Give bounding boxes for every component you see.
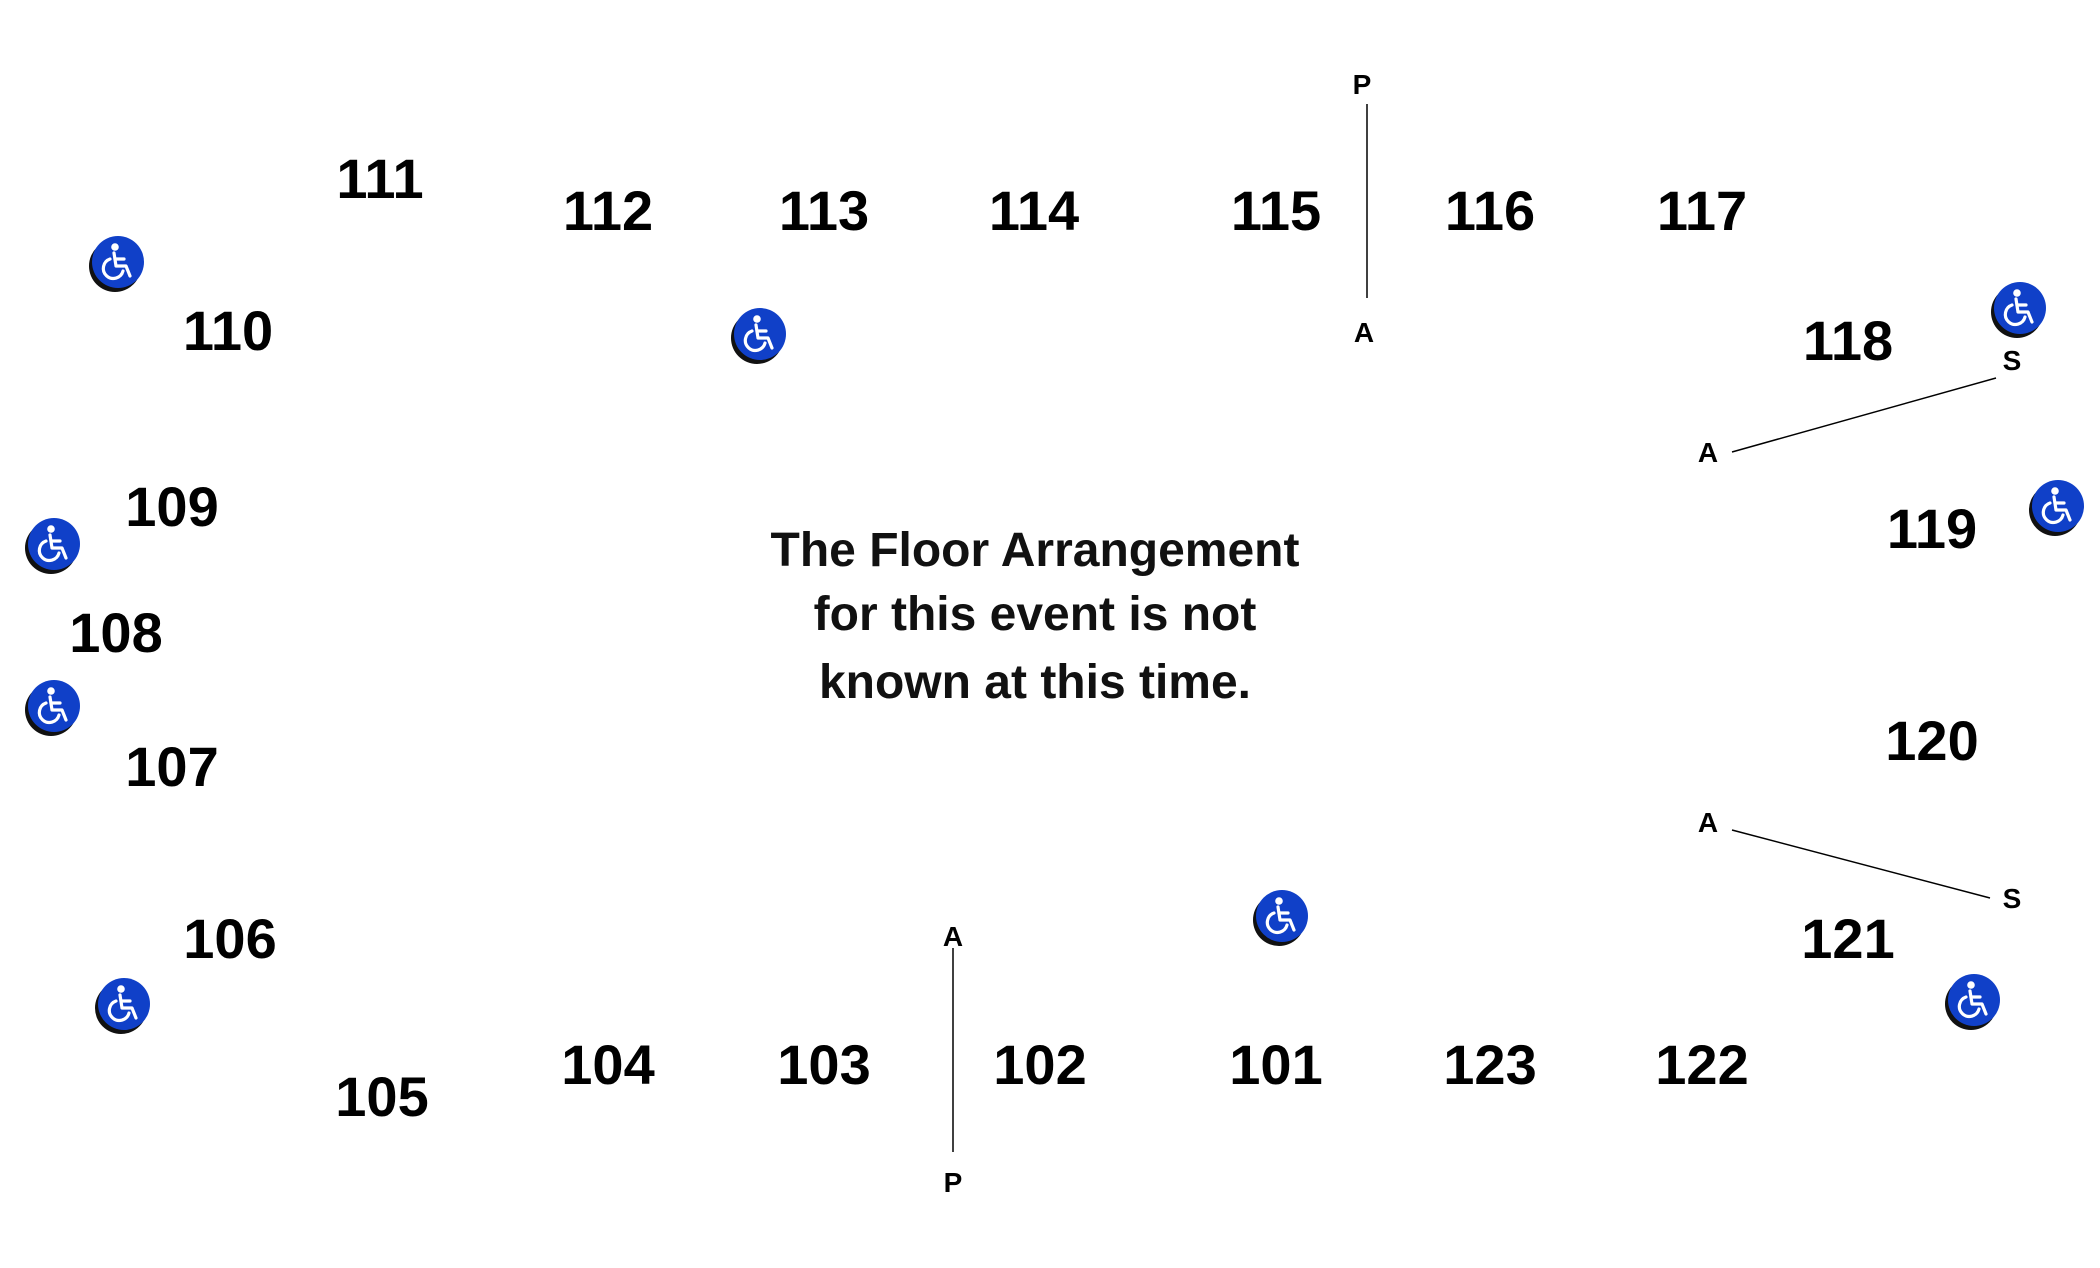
section-label[interactable]: 106 (183, 907, 276, 970)
section-label[interactable]: 111 (336, 147, 423, 210)
section-label[interactable]: 118 (1803, 309, 1893, 372)
section-label[interactable]: 101 (1229, 1033, 1322, 1096)
section-label[interactable]: 115 (1231, 179, 1321, 242)
aisle-divider-upper-right (1731, 377, 1997, 453)
section-label[interactable]: 122 (1655, 1033, 1748, 1096)
section-label[interactable]: 107 (125, 735, 218, 798)
section-label[interactable]: 116 (1445, 179, 1535, 242)
section-labels: 111 112 113 114 115 116 117 110 118 109 … (69, 147, 1978, 1128)
section-label[interactable]: 109 (125, 475, 218, 538)
section-label[interactable]: 121 (1801, 907, 1894, 970)
aisle-letter: P (944, 1167, 963, 1198)
section-label[interactable]: 113 (779, 179, 869, 242)
aisle-letters: P A S A A S A P (943, 69, 2021, 1198)
section-label[interactable]: 105 (335, 1065, 428, 1128)
aisle-letter: A (1698, 807, 1718, 838)
notice-line: for this event is not (814, 588, 1257, 641)
section-label[interactable]: 120 (1885, 709, 1978, 772)
wheelchair-accessible-icon (93, 976, 152, 1036)
section-label[interactable]: 104 (561, 1033, 654, 1096)
aisle-divider-lower-right (1731, 829, 1991, 899)
wheelchair-accessible-icon (87, 234, 146, 294)
aisle-letter: S (2003, 883, 2022, 914)
section-label[interactable]: 102 (993, 1033, 1086, 1096)
wheelchair-accessible-icon (23, 516, 82, 576)
section-label[interactable]: 117 (1657, 179, 1747, 242)
aisle-letter: A (1698, 437, 1718, 468)
wheelchair-accessible-icon (1989, 280, 2048, 340)
wheelchair-accessible-icon (2027, 478, 2086, 538)
wheelchair-accessible-icon (1251, 888, 1310, 948)
wheelchair-accessible-icon (729, 306, 788, 366)
notice-line: known at this time. (819, 656, 1251, 709)
aisle-letter: P (1353, 69, 1372, 100)
section-label[interactable]: 119 (1887, 497, 1977, 560)
aisle-letter: A (943, 921, 963, 952)
aisle-letter: S (2003, 345, 2022, 376)
section-label[interactable]: 103 (777, 1033, 870, 1096)
section-label[interactable]: 108 (69, 601, 162, 664)
notice-line: The Floor Arrangement (771, 524, 1300, 577)
notice: The Floor Arrangement for this event is … (771, 524, 1300, 709)
section-label[interactable]: 110 (183, 299, 273, 362)
aisle-letter: A (1354, 317, 1374, 348)
section-label[interactable]: 123 (1443, 1033, 1536, 1096)
wheelchair-accessible-icon (1943, 972, 2002, 1032)
section-label[interactable]: 114 (989, 179, 1079, 242)
wheelchair-accessible-icon (23, 678, 82, 738)
section-label[interactable]: 112 (563, 179, 653, 242)
aisle-dividers (952, 104, 1997, 1152)
